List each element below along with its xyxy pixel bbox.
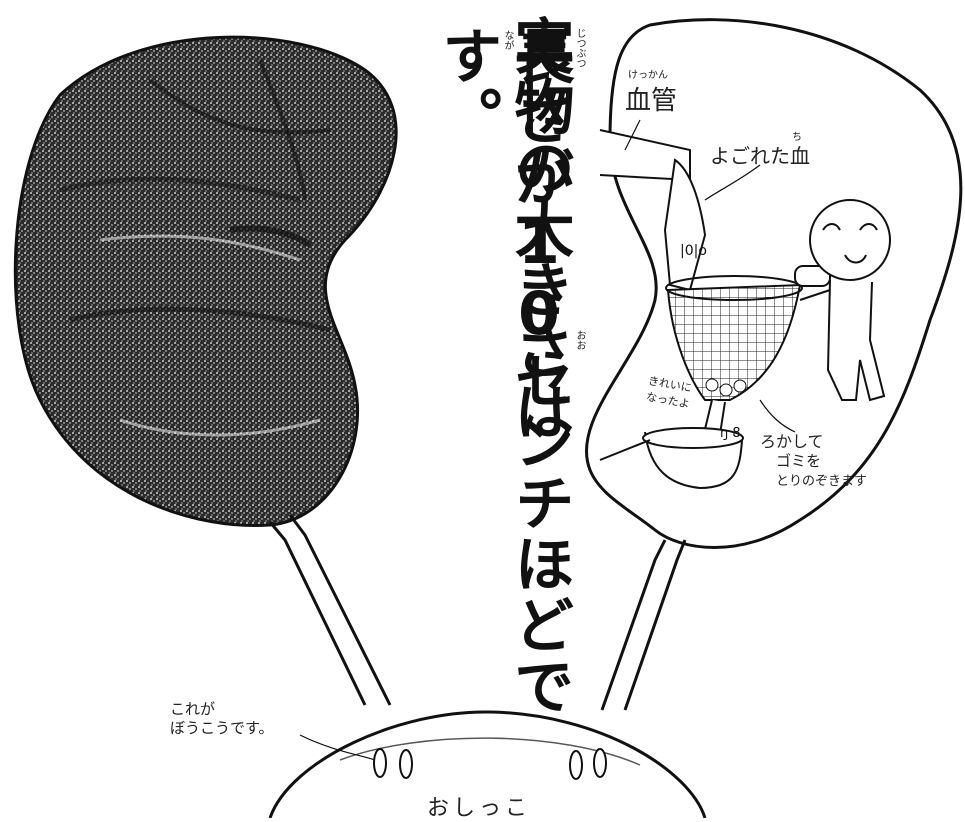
ruby-ookisa: おお [572, 330, 587, 350]
svg-text:ŋ 8: ŋ 8 [720, 426, 741, 441]
bladder-note-1: これが [170, 698, 215, 719]
title-line-2: 長さが10センチほどです。 [431, 25, 575, 818]
filter-note-2: ゴミを [776, 450, 821, 471]
left-ureter [270, 515, 390, 705]
bladder-note-2: ぼうこうです。 [170, 717, 274, 738]
vessel-label: 血管 [625, 80, 677, 117]
dirty-blood-label: よごれた血 [710, 140, 810, 169]
ruby-nagasa: なが [500, 30, 515, 50]
ruby-jitsubutsu: じつぶつ [572, 28, 587, 68]
filter-note-3: とりのぞきます [776, 470, 867, 489]
vessel-ruby: けっかん [628, 66, 668, 81]
urine-label: おしっこ [427, 790, 531, 822]
svg-text:|0|o: |0|o [680, 243, 707, 259]
right-ureter [602, 540, 685, 710]
filter-note-1: ろかして [760, 428, 824, 452]
kidney-exterior [15, 37, 396, 525]
